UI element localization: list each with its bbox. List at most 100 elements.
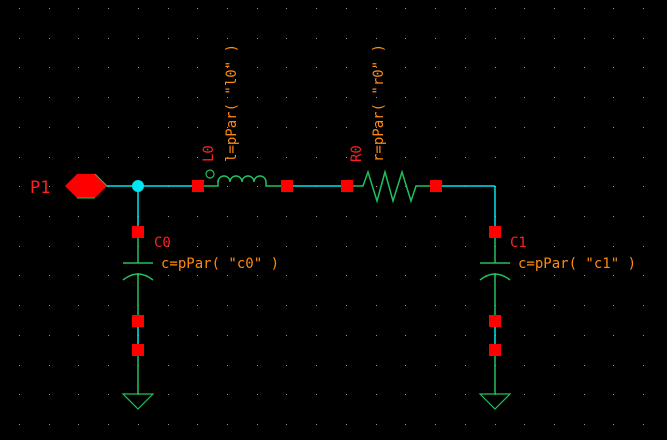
- grid-dot: [316, 365, 317, 366]
- grid-dot: [227, 8, 228, 9]
- grid-dot: [19, 335, 20, 336]
- grid-dot: [584, 394, 585, 395]
- grid-dot: [49, 38, 50, 39]
- ground-right[interactable]: [478, 344, 512, 410]
- instance-r0[interactable]: R0 r=pPar( "r0" ): [341, 44, 442, 204]
- grid-dot: [78, 67, 79, 68]
- grid-dot: [405, 186, 406, 187]
- inductor-pin-right[interactable]: [281, 180, 293, 192]
- grid-dot: [19, 275, 20, 276]
- grid-dot: [168, 127, 169, 128]
- grid-dot: [168, 157, 169, 158]
- grid-dot: [168, 38, 169, 39]
- grid-dot: [49, 67, 50, 68]
- grid-dot: [316, 8, 317, 9]
- grid-dot: [435, 424, 436, 425]
- grid-dot: [197, 335, 198, 336]
- grid-dot: [316, 275, 317, 276]
- grid-dot: [376, 186, 377, 187]
- grid-dot: [257, 305, 258, 306]
- grid-dot: [495, 67, 496, 68]
- grid-dot: [524, 394, 525, 395]
- grid-dot: [316, 305, 317, 306]
- resistor-pin-right[interactable]: [430, 180, 442, 192]
- grid-dot: [346, 8, 347, 9]
- grid-dot: [524, 246, 525, 247]
- grid-dot: [613, 127, 614, 128]
- grid-dot: [524, 305, 525, 306]
- ground-left[interactable]: [121, 344, 155, 410]
- grid-dot: [346, 394, 347, 395]
- pin-hexagon-icon[interactable]: [65, 174, 107, 198]
- resistor-pin-left[interactable]: [341, 180, 353, 192]
- grid-dot: [346, 127, 347, 128]
- grid-dot: [49, 216, 50, 217]
- ground-icon: [121, 393, 155, 410]
- inductor-instance-label: L0: [201, 145, 217, 162]
- grid-dot: [584, 157, 585, 158]
- grid-dot: [108, 127, 109, 128]
- inductor-pin-left[interactable]: [192, 180, 204, 192]
- grid-dot: [465, 97, 466, 98]
- grid-dot: [346, 275, 347, 276]
- grid-dot: [613, 97, 614, 98]
- grid-dot: [257, 216, 258, 217]
- grid-dot: [524, 275, 525, 276]
- grid-dot: [524, 38, 525, 39]
- capacitor-pin-bottom[interactable]: [132, 315, 144, 327]
- grid-dot: [613, 157, 614, 158]
- grid-dot: [376, 335, 377, 336]
- grid-dot: [227, 67, 228, 68]
- grid-dot: [19, 365, 20, 366]
- grid-dot: [376, 424, 377, 425]
- grid-dot: [197, 424, 198, 425]
- grid-dot: [346, 424, 347, 425]
- grid-dot: [465, 157, 466, 158]
- grid-dot: [286, 365, 287, 366]
- grid-dot: [108, 38, 109, 39]
- grid-dot: [108, 246, 109, 247]
- grid-dot: [197, 275, 198, 276]
- grid-dot: [435, 216, 436, 217]
- grid-dot: [376, 157, 377, 158]
- grid-dot: [435, 38, 436, 39]
- grid-dot: [316, 97, 317, 98]
- grid-dot: [376, 38, 377, 39]
- grid-dot: [316, 246, 317, 247]
- inductor-polarity-dot: [205, 169, 215, 179]
- instance-c0[interactable]: C0 c=pPar( "c0" ): [122, 226, 279, 327]
- grid-dot: [168, 394, 169, 395]
- grid-dot: [584, 97, 585, 98]
- grid-dot: [524, 67, 525, 68]
- grid-dot: [78, 97, 79, 98]
- grid-dot: [435, 127, 436, 128]
- grid-dot: [49, 8, 50, 9]
- grid-dot: [227, 157, 228, 158]
- grid-dot: [465, 424, 466, 425]
- ground-pin[interactable]: [489, 344, 501, 356]
- grid-dot: [613, 394, 614, 395]
- grid-dot: [257, 38, 258, 39]
- grid-dot: [613, 8, 614, 9]
- grid-dot: [19, 424, 20, 425]
- capacitor-pin-bottom[interactable]: [489, 315, 501, 327]
- grid-dot: [227, 186, 228, 187]
- grid-dot: [316, 38, 317, 39]
- grid-dot: [227, 335, 228, 336]
- capacitor-pin-top[interactable]: [132, 226, 144, 238]
- grid-dot: [435, 335, 436, 336]
- instance-l0[interactable]: L0 l=pPar( "l0" ): [192, 44, 293, 192]
- grid-dot: [613, 335, 614, 336]
- instance-c1[interactable]: C1 c=pPar( "c1" ): [479, 226, 636, 327]
- grid-dot: [316, 157, 317, 158]
- grid-dot: [197, 305, 198, 306]
- grid-dot: [346, 246, 347, 247]
- grid-dot: [405, 127, 406, 128]
- grid-dot: [168, 275, 169, 276]
- capacitor-pin-top[interactable]: [489, 226, 501, 238]
- grid-dot: [524, 157, 525, 158]
- grid-dot: [286, 424, 287, 425]
- pin-p1[interactable]: P1: [30, 173, 108, 199]
- ground-pin[interactable]: [132, 344, 144, 356]
